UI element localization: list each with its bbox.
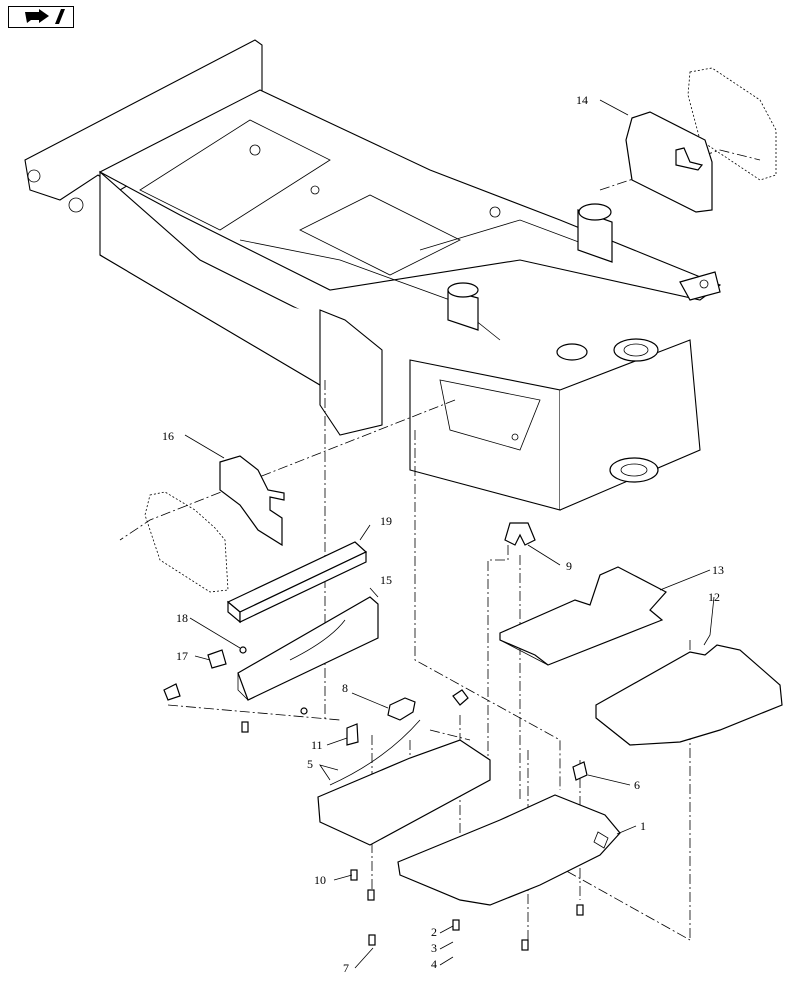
callout-19: 19: [380, 514, 392, 528]
callout-3: 3: [431, 941, 437, 955]
callout-4: 4: [431, 957, 437, 971]
part-14: [625, 67, 777, 213]
callout-13: 13: [712, 563, 724, 577]
callout-12: 12: [708, 590, 720, 604]
callout-10: 10: [314, 873, 326, 887]
callout-1: 1: [640, 819, 646, 833]
callout-7: 7: [343, 961, 349, 975]
callout-11: 11: [311, 738, 323, 752]
callout-14: 14: [576, 93, 588, 107]
part-5: [317, 719, 491, 846]
callout-5: 5: [307, 757, 313, 771]
part-15: [237, 596, 379, 701]
callout-2: 2: [431, 925, 437, 939]
chassis-frame: [24, 39, 722, 511]
callout-6: 6: [634, 778, 640, 792]
callout-9: 9: [566, 559, 572, 573]
callout-16: 16: [162, 429, 174, 443]
callout-17: 17: [176, 649, 188, 663]
part-16: [144, 455, 285, 593]
callout-8: 8: [342, 681, 348, 695]
next-page-button[interactable]: [8, 6, 74, 28]
fasteners: [163, 522, 588, 951]
part-13: [499, 566, 667, 666]
callout-18: 18: [176, 611, 188, 625]
callout-15: 15: [380, 573, 392, 587]
leader-lines: [184, 99, 715, 969]
part-19: [226, 541, 368, 624]
part-1: [397, 794, 621, 906]
part-12: [595, 644, 783, 746]
callout-labels: 1 2 3 4 5 6 7 8 9 10 11 12 13 14 15 16 1…: [162, 93, 724, 975]
arrow-right-icon: [25, 9, 65, 24]
